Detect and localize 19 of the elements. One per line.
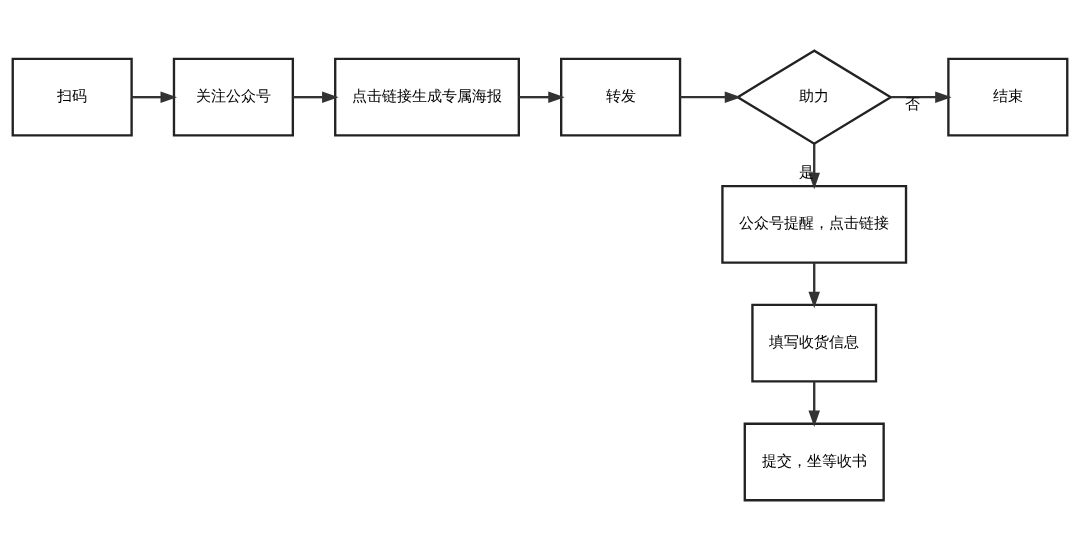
node-box: 结束: [947, 57, 1069, 137]
arrow: [808, 143, 820, 190]
node-box: 公众号提醒，点击链接: [721, 184, 908, 264]
node-box: 转发: [560, 57, 682, 137]
node-box: 点击链接生成专属海报: [334, 57, 520, 137]
arrow: [680, 91, 742, 103]
arrow: [519, 91, 565, 103]
arrow: [293, 91, 339, 103]
arrow: [808, 262, 820, 309]
edge-label: 是: [799, 162, 815, 181]
arrow: [131, 91, 177, 103]
node-box: 扫码: [11, 57, 133, 137]
node-box: 填写收货信息: [751, 303, 878, 383]
edge-label: 否: [904, 95, 920, 114]
arrow: [891, 91, 952, 103]
node-box: 提交，坐等收书: [743, 422, 885, 502]
arrow: [808, 381, 820, 428]
node-box: 关注公众号: [172, 57, 295, 137]
node-diamond: 助力: [735, 49, 893, 146]
